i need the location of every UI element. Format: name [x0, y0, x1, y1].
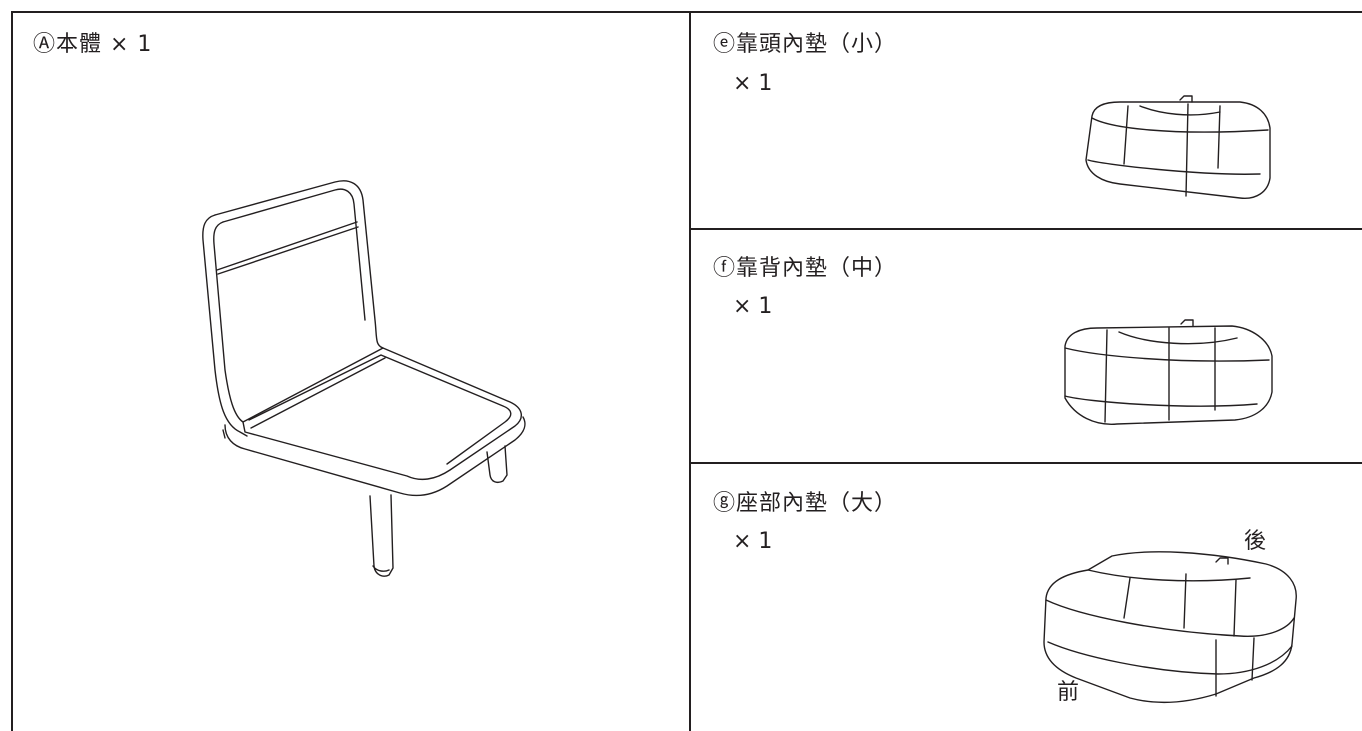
row-divider-2	[689, 462, 1362, 464]
part-f-label: ⓕ靠背內墊（中）	[713, 256, 898, 281]
table-frame	[11, 11, 1362, 731]
column-divider	[689, 11, 691, 731]
part-e-qty: × 1	[733, 71, 773, 96]
part-a-label: Ⓐ本體 × 1	[33, 32, 153, 57]
part-e-label: ⓔ靠頭內墊（小）	[713, 32, 898, 57]
part-f-qty: × 1	[733, 294, 773, 319]
row-divider-1	[689, 228, 1362, 230]
cushion-small-illustration	[1085, 95, 1271, 199]
cushion-large-illustration	[1043, 551, 1297, 704]
front-label: 前	[1057, 680, 1080, 705]
chair-body-illustration	[202, 180, 526, 577]
cushion-medium-illustration	[1064, 319, 1273, 425]
back-label: 後	[1244, 529, 1267, 554]
part-g-label: ⓖ座部內墊（大）	[713, 491, 898, 516]
part-g-qty: × 1	[733, 529, 773, 554]
